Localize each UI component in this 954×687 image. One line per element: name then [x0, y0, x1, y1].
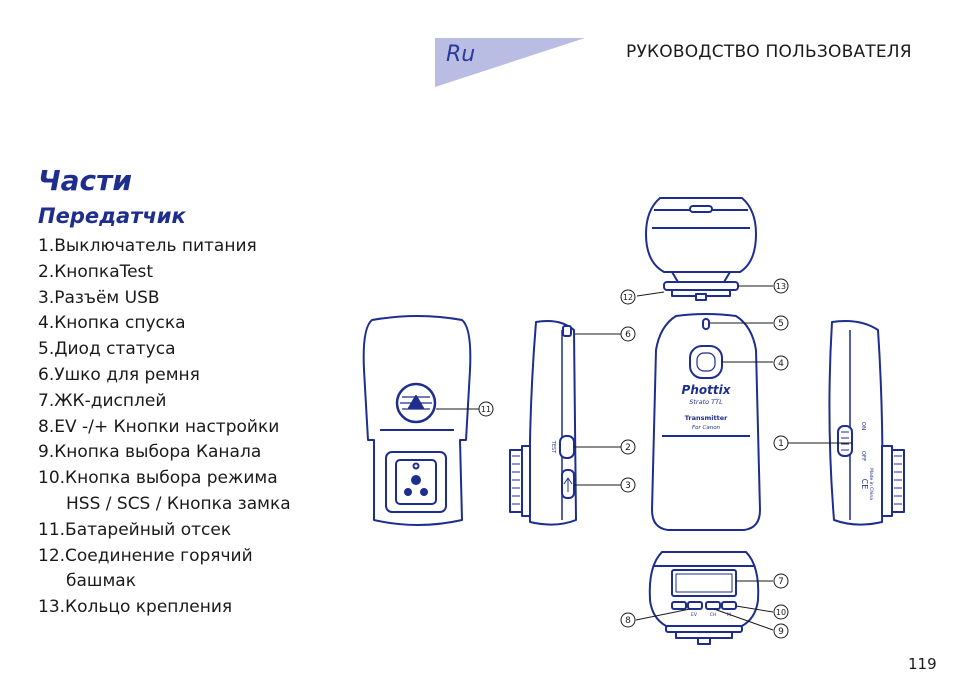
svg-text:1: 1	[778, 439, 784, 449]
svg-text:8: 8	[625, 616, 631, 626]
ev-label: EV	[691, 612, 698, 618]
list-item: 1.Выключатель питания	[38, 236, 257, 256]
callout-2	[620, 439, 636, 455]
callout-12	[620, 289, 636, 305]
brand-label: Phottix	[682, 383, 732, 397]
section-title: Части	[38, 164, 132, 197]
list-item: 9.Кнопка выбора Канала	[38, 442, 262, 463]
callout-5	[773, 315, 789, 331]
callout-1	[773, 435, 789, 451]
svg-text:3: 3	[625, 481, 631, 491]
language-label: Ru	[446, 42, 476, 67]
callout-7	[773, 573, 789, 589]
list-item: 7.ЖК-дисплей	[38, 390, 167, 411]
svg-text:9: 9	[778, 627, 784, 637]
callout-3	[620, 477, 636, 493]
manual-title: РУКОВОДСТВО ПОЛЬЗОВАТЕЛЯ	[626, 42, 912, 62]
callout-8	[620, 612, 636, 628]
off-label: OFF	[860, 451, 866, 462]
svg-text:11: 11	[481, 405, 491, 414]
svg-text:2: 2	[625, 443, 631, 453]
device-front-view	[651, 313, 761, 531]
list-item: 11.Батарейный отсек	[38, 519, 232, 540]
device-printed-labels: Phottix Strato TTL Transmitter For Canon…	[550, 383, 874, 618]
callout-6	[620, 326, 636, 342]
callout-11	[478, 401, 494, 417]
mode-label: M	[727, 612, 731, 618]
type-label: Transmitter	[685, 414, 728, 422]
list-item: 5.Диод статуса	[38, 339, 176, 360]
page-number: 119	[908, 655, 937, 673]
test-label: TEST	[550, 440, 556, 454]
svg-text:13: 13	[776, 282, 786, 291]
parts-list: 1.Выключатель питания 2.КнопкаTest 3.Раз…	[38, 234, 291, 621]
svg-text:10: 10	[776, 608, 786, 617]
ce-label: CE	[860, 479, 869, 490]
device-right-side-view	[828, 320, 905, 526]
for-label: For Canon	[692, 425, 721, 431]
device-display-view	[648, 551, 760, 645]
list-item: 4.Кнопка спуска	[38, 313, 186, 334]
list-item: 2.КнопкаTest	[38, 261, 154, 282]
on-label: ON	[860, 422, 866, 430]
svg-text:6: 6	[625, 330, 631, 340]
ch-label: CH	[710, 612, 717, 618]
device-left-side-view	[509, 320, 577, 526]
model-label: Strato TTL	[689, 398, 723, 406]
callout-13	[773, 278, 789, 294]
callout-circles	[478, 278, 789, 639]
section-subtitle: Передатчик	[38, 204, 186, 228]
device-back-view	[362, 315, 472, 526]
callout-leaders	[436, 285, 852, 631]
callout-4	[773, 355, 789, 371]
device-top-view	[645, 197, 757, 301]
callout-9	[773, 623, 789, 639]
list-item: 3.Разъём USB	[38, 287, 160, 308]
svg-text:4: 4	[778, 359, 784, 369]
svg-text:5: 5	[778, 319, 784, 329]
list-item: 6.Ушко для ремня	[38, 364, 200, 385]
made-in-label: Made in China	[868, 468, 874, 500]
svg-text:12: 12	[623, 293, 633, 302]
list-item: 13.Кольцо крепления	[38, 597, 233, 618]
svg-text:7: 7	[778, 577, 784, 587]
callout-10	[773, 604, 789, 620]
list-item: 8.EV -/+ Кнопки настройки	[38, 416, 280, 437]
